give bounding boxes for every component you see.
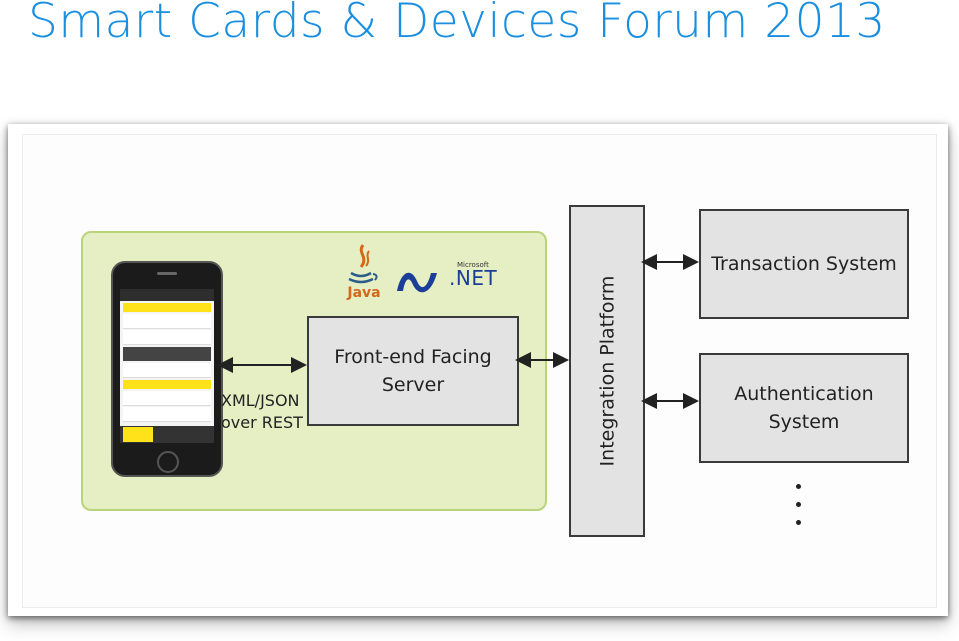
front-end-server-label: Front-end Facing Server (334, 346, 492, 396)
phone-home-button (157, 451, 179, 473)
java-label: Java (347, 285, 381, 301)
diagram-photo: Java Microsoft .NET Front-end Facing Ser… (8, 124, 948, 616)
dotnet-logo-icon (397, 272, 437, 293)
connector-arrows (217, 254, 699, 409)
authentication-system-box: Authentication System (699, 353, 909, 463)
java-logo-icon (348, 244, 378, 284)
microsoft-label: Microsoft (457, 261, 489, 269)
phone-speaker (157, 272, 177, 275)
slide-title: Smart Cards & Devices Forum 2013 (28, 0, 886, 49)
transaction-system-box: Transaction System (699, 209, 909, 319)
transaction-system-label: Transaction System (711, 253, 897, 275)
phone-screen (120, 289, 214, 443)
authentication-system-label: Authentication System (734, 383, 874, 433)
smartphone-image (111, 261, 223, 477)
dotnet-label: .NET (449, 266, 498, 290)
integration-platform-box: Integration Platform (569, 205, 645, 537)
more-systems-ellipsis (796, 484, 804, 538)
front-end-server-box: Front-end Facing Server (307, 316, 519, 426)
protocol-label: XML/JSON over REST (221, 391, 303, 432)
diagram-canvas: Java Microsoft .NET Front-end Facing Ser… (22, 134, 937, 608)
